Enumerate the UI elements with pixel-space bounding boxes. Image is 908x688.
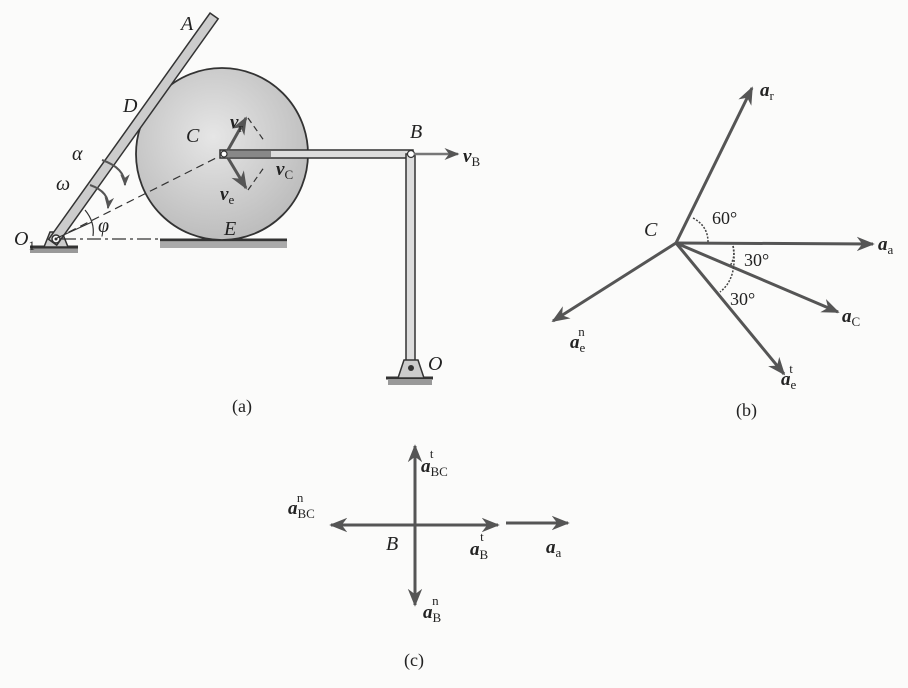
- caption-a: (a): [232, 396, 252, 417]
- aa-arrow: [675, 236, 875, 252]
- label-b-c: B: [386, 533, 398, 555]
- alpha-arc: [101, 159, 130, 187]
- label-phi: φ: [98, 215, 109, 237]
- ar-arrow: [674, 86, 754, 244]
- figure-c: B aBCt aBCn aBt aa aBn (c): [288, 444, 570, 671]
- label-o: O: [428, 353, 442, 375]
- label-aa-c: aa: [546, 537, 562, 560]
- aet-arrow: [674, 242, 786, 376]
- label-vr: vr: [230, 112, 243, 135]
- label-vb: vB: [463, 146, 480, 169]
- label-d: D: [122, 95, 138, 117]
- angle-label-30a: 30°: [744, 250, 769, 270]
- label-abt: aBt: [470, 529, 489, 562]
- vr-arrow: [226, 116, 248, 151]
- rod-bo: [405, 153, 416, 367]
- omega-arc: [89, 184, 115, 210]
- label-aa-b: aa: [878, 234, 894, 257]
- label-c-b: C: [644, 219, 658, 241]
- angle-label-30b: 30°: [730, 289, 755, 309]
- caption-c: (c): [404, 650, 424, 671]
- label-ac: aC: [842, 306, 860, 329]
- label-vc: vC: [276, 159, 293, 182]
- label-ve: ve: [220, 184, 234, 207]
- label-a: A: [179, 13, 194, 35]
- label-omega: ω: [56, 173, 70, 195]
- angle-label-60: 60°: [712, 208, 737, 228]
- label-ar: ar: [760, 80, 775, 103]
- pin-c: [220, 150, 228, 158]
- ve-arrow: [226, 157, 248, 190]
- ground-support-o: [386, 359, 433, 385]
- pin-b: [406, 149, 416, 159]
- label-e: E: [223, 218, 236, 240]
- caption-b: (b): [736, 400, 757, 421]
- ground-under-disk: [160, 238, 287, 248]
- dashed-line-o1-c: [56, 156, 219, 239]
- label-b: B: [410, 121, 422, 143]
- label-abcn: aBCn: [288, 490, 315, 521]
- label-abn: aBn: [423, 593, 442, 625]
- ac-arrow: [675, 241, 840, 314]
- label-alpha: α: [72, 143, 83, 165]
- angle-arc-60: [692, 217, 709, 243]
- angle-arc-30a: [729, 245, 735, 267]
- label-o1: O1: [14, 228, 35, 253]
- angle-arc-30b: [719, 245, 735, 293]
- figure-a: A D C B E O O1 α ω φ vr ve vC vB (a): [14, 11, 480, 417]
- label-aet: aet: [781, 361, 797, 392]
- figure-b: C 60° 30° 30° ar aa aC aet aen (b): [551, 80, 894, 421]
- label-aen: aen: [570, 324, 586, 355]
- label-c: C: [186, 125, 200, 147]
- label-abct: aBCt: [421, 446, 448, 479]
- aen-arrow: [551, 241, 677, 323]
